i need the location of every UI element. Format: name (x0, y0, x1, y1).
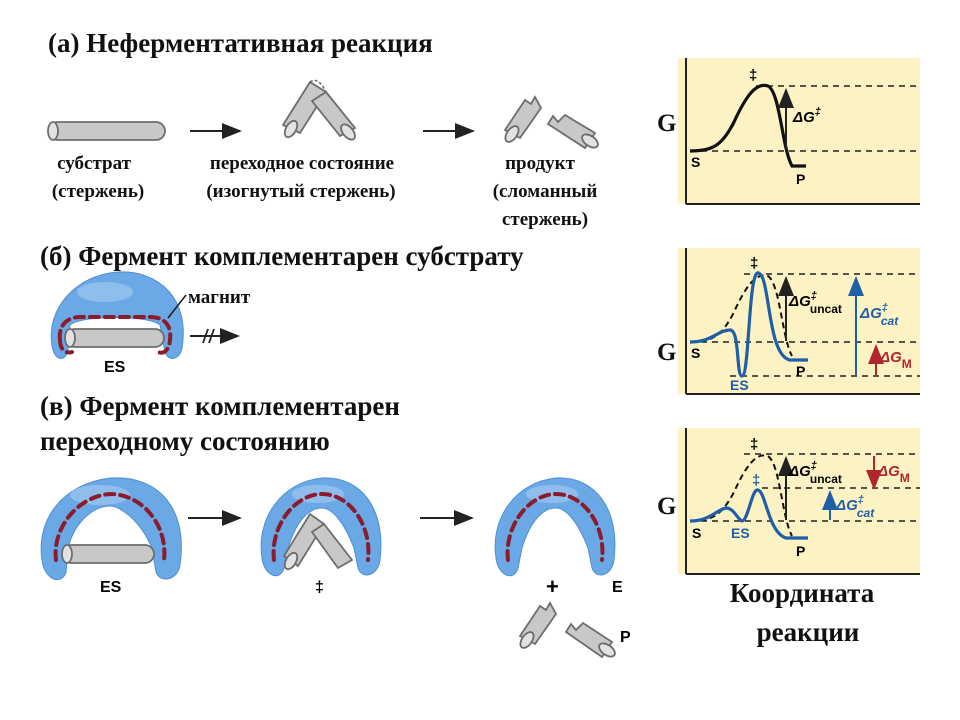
delta-g-m-label: ΔGM (879, 349, 912, 371)
delta-g-uncat-label: ΔG‡uncat (788, 290, 842, 316)
g-axis-label: G (657, 493, 676, 520)
enzyme-label: E (612, 579, 623, 596)
enzyme-transition-complex (260, 477, 382, 577)
transition-label: переходное состояние (210, 153, 394, 174)
g-axis-label: G (657, 339, 676, 366)
product-label: продукт (505, 153, 576, 174)
product-broken-rod (503, 95, 599, 150)
product-broken-rod (518, 601, 616, 659)
reaction-coordinate-label: Координата (730, 578, 875, 608)
transition-label: (изогнутый стержень) (206, 181, 395, 202)
s-label: S (692, 525, 701, 541)
product-label: (сломанный (493, 181, 598, 202)
substrate-label: (стержень) (52, 181, 144, 202)
blocked-arrow (190, 328, 240, 344)
energy-graph-uncatalyzed (678, 58, 920, 205)
enzyme-substrate-complex (50, 271, 184, 359)
s-label: S (691, 154, 700, 170)
energy-graph-transition-complementary (678, 428, 920, 575)
free-enzyme (494, 477, 616, 577)
delta-g-uncat-label: ΔG‡uncat (788, 460, 842, 486)
p-label: P (796, 171, 805, 187)
section-b-title: (б) Фермент комплементарен субстрату (40, 241, 524, 271)
ddagger-label: ‡ (750, 255, 758, 272)
p-label: P (796, 363, 805, 379)
ddagger-cat-label: ‡ (752, 472, 760, 489)
section-c-title: переходному состоянию (40, 426, 330, 456)
p-label: P (796, 543, 805, 559)
s-label: S (691, 345, 700, 361)
es-label: ES (104, 359, 126, 376)
ddagger-label: ‡ (749, 67, 757, 84)
plus-sign: + (546, 574, 559, 599)
transition-state-bent-rod (281, 79, 357, 141)
transition-state-symbol: ‡ (315, 579, 324, 596)
es-label: ES (100, 579, 122, 596)
ddagger-label: ‡ (750, 436, 758, 453)
substrate-label: субстрат (57, 153, 132, 174)
reaction-coordinate-label: реакции (757, 617, 860, 647)
magnet-pointer (167, 294, 187, 319)
section-c-title: (в) Фермент комплементарен (40, 391, 400, 421)
g-axis-label: G (657, 110, 676, 137)
delta-g-cat-label: ΔG‡cat (859, 302, 899, 328)
product-label: стержень) (502, 209, 588, 230)
enzyme-es-complex (40, 477, 182, 581)
energy-graph-substrate-complementary (678, 248, 920, 395)
delta-g-m-label: ΔGM (877, 463, 910, 485)
product-label: P (620, 629, 631, 646)
es-label: ES (730, 377, 749, 393)
substrate-rod (47, 121, 166, 141)
magnet-label: магнит (188, 287, 251, 308)
delta-g-cat-label: ΔG‡cat (835, 494, 875, 520)
es-label: ES (731, 525, 750, 541)
delta-g-label: ΔG‡ (792, 106, 822, 126)
section-a-title: (а) Неферментативная реакция (48, 28, 433, 58)
